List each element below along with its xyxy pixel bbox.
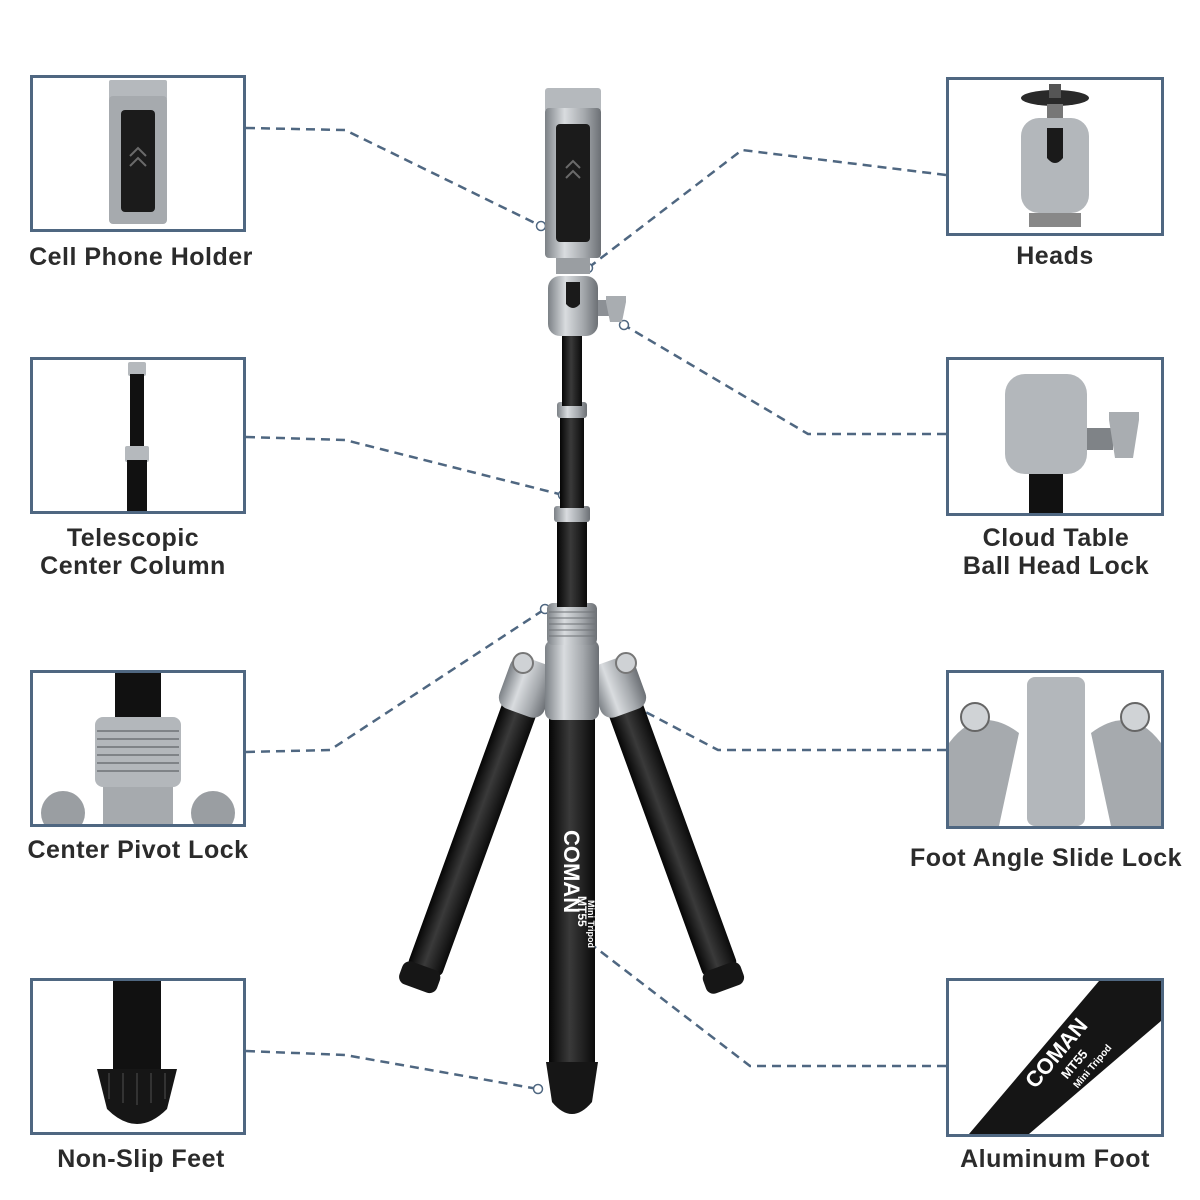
center-pivot-lock xyxy=(547,603,597,645)
label-telescopic-column: Telescopic Center Column xyxy=(40,524,226,580)
label-foot-angle-lock: Foot Angle Slide Lock xyxy=(909,844,1183,872)
leader-line-non-slip-feet xyxy=(245,1049,539,1091)
callout-box-aluminum-foot: COMAN MT55 Mini Tripod xyxy=(946,978,1164,1137)
tripod-leg-front: COMAN MT55 Mini Tripod xyxy=(546,700,598,1114)
leader-line-cell-phone-holder xyxy=(245,126,542,228)
pivot-lock-closeup-image xyxy=(33,673,243,824)
non-slip-feet-closeup-image xyxy=(33,981,243,1132)
cell-phone-holder xyxy=(545,88,601,274)
callout-box-center-pivot-lock xyxy=(30,670,246,827)
ball-head xyxy=(548,276,626,336)
label-ball-head-lock: Cloud Table Ball Head Lock xyxy=(962,524,1150,580)
heads-closeup-image xyxy=(949,80,1161,233)
callout-box-foot-angle-lock xyxy=(946,670,1164,829)
ball-head-lock-closeup-image xyxy=(949,360,1161,513)
callout-box-non-slip-feet xyxy=(30,978,246,1135)
leader-line-center-pivot-lock xyxy=(245,607,546,754)
leg-hub xyxy=(545,640,599,720)
brand-model: MT55 xyxy=(575,896,589,927)
callout-box-heads xyxy=(946,77,1164,236)
leader-line-telescopic-column xyxy=(245,435,564,497)
brand-logo: COMAN xyxy=(559,830,584,913)
brand-subtitle: Mini Tripod xyxy=(586,900,596,948)
callout-box-telescopic-column xyxy=(30,357,246,514)
tripod-leg-right xyxy=(588,656,745,994)
label-aluminum-foot: Aluminum Foot xyxy=(960,1145,1150,1173)
leader-line-ball-head-lock xyxy=(623,323,946,436)
leader-line-aluminum-foot xyxy=(569,927,946,1068)
aluminum-foot-closeup-image: COMAN MT55 Mini Tripod xyxy=(949,981,1161,1134)
anchor-dot-non-slip-feet xyxy=(532,1083,544,1095)
anchor-dot-ball-head-lock xyxy=(618,319,630,331)
phone-holder-closeup-image xyxy=(33,78,243,229)
leader-line-heads xyxy=(587,148,947,269)
tripod-leg-left xyxy=(399,656,557,994)
callout-box-cell-phone-holder xyxy=(30,75,246,232)
column-closeup-image xyxy=(33,360,243,511)
label-center-pivot-lock: Center Pivot Lock xyxy=(27,836,249,864)
foot-angle-lock-closeup-image xyxy=(949,673,1161,826)
callout-box-ball-head-lock xyxy=(946,357,1164,516)
telescopic-center-column xyxy=(554,330,590,607)
label-non-slip-feet: Non-Slip Feet xyxy=(57,1145,225,1173)
label-heads: Heads xyxy=(1016,242,1094,270)
label-cell-phone-holder: Cell Phone Holder xyxy=(29,243,253,271)
